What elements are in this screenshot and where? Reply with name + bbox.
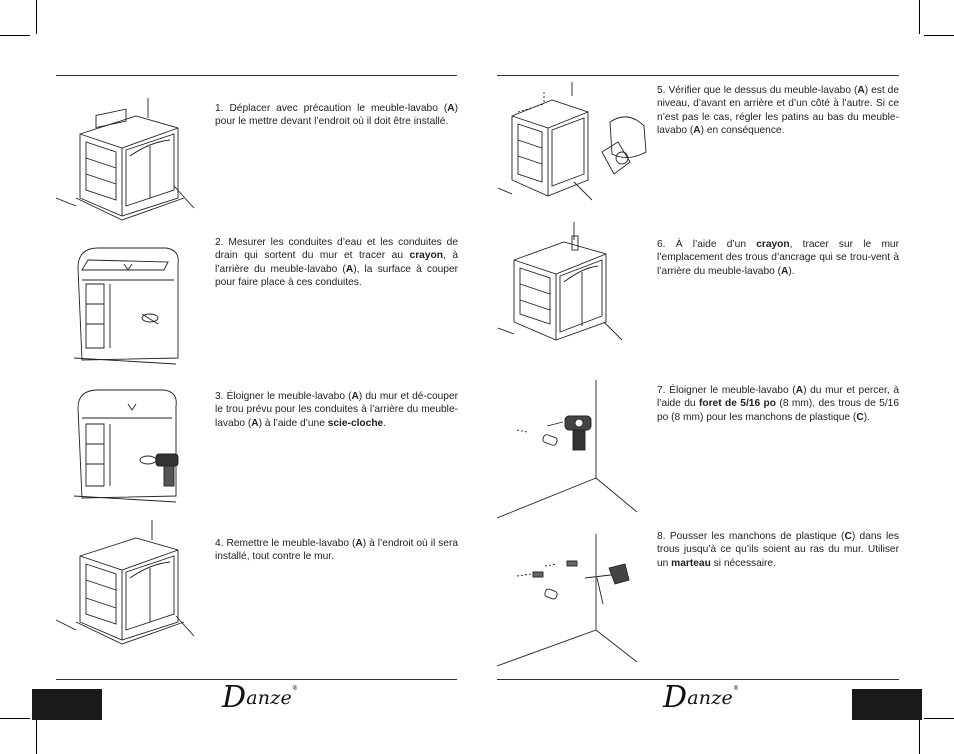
step-text-run: ) dans les trous jusqu’à ce qu’ils soien…	[657, 531, 899, 569]
step-text-run: ) à l’aide d’une	[258, 417, 328, 429]
left-page-tab	[32, 689, 102, 720]
step-text-run: si nécessaire.	[710, 557, 776, 569]
step-4-illustration	[56, 520, 196, 645]
crop-mark	[0, 718, 30, 719]
step-text-run: ).	[863, 411, 870, 423]
step-6-text: 6. À l’aide d’un crayon, tracer sur le m…	[657, 238, 899, 278]
right-header-rule	[497, 75, 899, 76]
step-text-run: 1. Déplacer avec précaution le meuble-la…	[215, 103, 448, 114]
step-emphasis: A	[795, 385, 804, 396]
step-emphasis: crayon	[409, 250, 443, 262]
crop-mark	[919, 720, 920, 754]
step-text-run: 3. Éloigner le meuble-lavabo (	[215, 391, 352, 402]
step-text-run: , tracer sur le mur l’emplacement des tr…	[657, 239, 899, 277]
crop-mark	[919, 0, 920, 34]
step-text-run: ) du mur et dé-couper le trou prévu pour…	[215, 391, 458, 429]
step-emphasis: foret de 5/16 po	[698, 398, 777, 410]
step-text-run: ) en conséquence.	[700, 125, 785, 137]
danze-logo: Danze®	[663, 680, 740, 715]
crop-mark	[0, 35, 30, 36]
left-header-rule	[56, 75, 457, 76]
step-text-run: ) à l’endroit où il sera installé, tout …	[215, 538, 458, 563]
step-text-run: 5. Vérifier que le dessus du meuble-lava…	[657, 85, 858, 96]
step-text-run: ) est de niveau, d’avant en arrière et d…	[657, 85, 899, 137]
step-emphasis: marteau	[671, 557, 711, 569]
crop-mark	[924, 718, 954, 719]
step-1-text: 1. Déplacer avec précaution le meuble-la…	[215, 102, 458, 129]
danze-logo: Danze®	[222, 680, 299, 715]
step-text-run: 4. Remettre le meuble-lavabo (	[215, 538, 356, 549]
left-footer-rule	[56, 679, 457, 680]
step-emphasis: C	[856, 411, 864, 423]
step-text-run: .	[383, 417, 387, 429]
step-1-illustration	[56, 98, 196, 223]
step-emphasis: crayon	[756, 239, 790, 250]
step-emphasis: A	[351, 391, 359, 402]
step-6-illustration	[498, 222, 638, 347]
step-emphasis: A	[345, 263, 354, 275]
right-page-tab	[852, 689, 922, 720]
crop-mark	[36, 720, 37, 754]
step-text-run: ), la surface à couper pour faire place …	[215, 263, 458, 289]
step-emphasis: A	[251, 417, 259, 429]
step-8-illustration	[497, 534, 639, 668]
step-emphasis: A	[857, 85, 865, 96]
step-5-illustration	[498, 82, 650, 207]
step-text-run: 6. À l’aide d’un	[657, 239, 757, 250]
step-emphasis: A	[693, 125, 701, 137]
step-emphasis: A	[447, 103, 455, 114]
step-2-text: 2. Mesurer les conduites d’eau et les co…	[215, 236, 458, 290]
step-4-text: 4. Remettre le meuble-lavabo (A) à l’end…	[215, 537, 458, 564]
step-text-run: ).	[788, 265, 795, 277]
step-3-text: 3. Éloigner le meuble-lavabo (A) du mur …	[215, 390, 458, 430]
step-2-illustration	[68, 240, 183, 370]
step-text-run: ) pour le mettre devant l’endroit où il …	[215, 103, 458, 128]
step-text-run: , à l’arrière du meuble-lavabo (	[215, 250, 458, 275]
step-text-run: 8. Pousser les manchons de plastique (	[657, 531, 845, 542]
crop-mark	[924, 35, 954, 36]
step-5-text: 5. Vérifier que le dessus du meuble-lava…	[657, 84, 899, 138]
step-text-run: 7. Éloigner le meuble-lavabo (	[657, 385, 796, 396]
step-emphasis: scie-cloche	[327, 417, 384, 429]
step-emphasis: C	[844, 531, 852, 542]
step-text-run: 2. Mesurer les conduites d’eau et les co…	[215, 237, 458, 262]
step-7-illustration	[497, 380, 639, 520]
right-footer-rule	[497, 679, 899, 680]
step-3-illustration	[68, 384, 193, 512]
crop-mark	[36, 0, 37, 34]
step-text-run: (8 mm), des trous de 5/16 po (8 mm) pour…	[657, 398, 899, 423]
step-emphasis: A	[355, 538, 363, 549]
step-8-text: 8. Pousser les manchons de plastique (C)…	[657, 530, 899, 570]
step-emphasis: A	[781, 265, 789, 277]
step-7-text: 7. Éloigner le meuble-lavabo (A) du mur …	[657, 384, 899, 424]
step-text-run: ) du mur et percer, à l’aide du	[657, 385, 900, 410]
